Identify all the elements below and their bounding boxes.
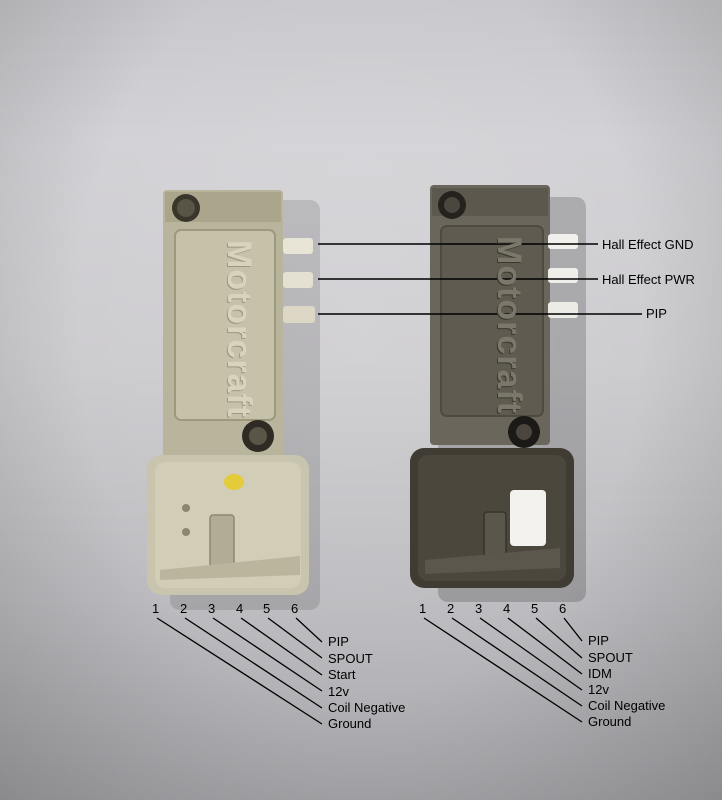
- right-pin-label: Coil Negative: [588, 698, 666, 713]
- terminal-prong: [283, 238, 313, 254]
- right-pin-number: 2: [447, 601, 455, 616]
- left-pin-number: 4: [236, 601, 244, 616]
- right-pin-number: 5: [531, 601, 539, 616]
- left-brand-emboss: Motorcraft: [220, 240, 258, 419]
- left-ignition-module: [147, 190, 320, 610]
- left-pin-label: 12v: [328, 684, 349, 699]
- sensor-label-pip: PIP: [646, 306, 667, 321]
- left-pin-number: 6: [291, 601, 299, 616]
- left-pin-label: SPOUT: [328, 651, 373, 666]
- left-pin-number: 1: [152, 601, 160, 616]
- right-pin-label: PIP: [588, 633, 609, 648]
- right-brand-emboss: Motorcraft: [490, 236, 528, 415]
- left-pin-label: Ground: [328, 716, 372, 731]
- label-panel: [440, 225, 544, 417]
- terminal-prong: [283, 306, 315, 323]
- terminal-prong: [548, 268, 578, 283]
- right-pinout-lines: [423, 617, 583, 723]
- label-panel: [174, 229, 276, 421]
- right-ignition-module: [410, 185, 586, 602]
- left-pin-number: 2: [180, 601, 188, 616]
- paint-dot: [224, 474, 244, 490]
- right-pin-number: 3: [475, 601, 483, 616]
- left-pin-number: 5: [263, 601, 271, 616]
- right-pin-label: Ground: [588, 714, 632, 729]
- left-pin-label: Coil Negative: [328, 700, 406, 715]
- right-pin-number: 1: [419, 601, 427, 616]
- connector-window: [510, 490, 546, 546]
- terminal-prong: [548, 302, 578, 318]
- right-pin-label: SPOUT: [588, 650, 633, 665]
- terminal-prong: [548, 234, 578, 249]
- sensor-label-hall-gnd: Hall Effect GND: [602, 237, 694, 252]
- connector-latch: [483, 511, 507, 558]
- right-pin-label: 12v: [588, 682, 609, 697]
- terminal-prong: [283, 272, 313, 288]
- left-pin-label: PIP: [328, 634, 349, 649]
- right-pin-label: IDM: [588, 666, 612, 681]
- right-pin-number: 6: [559, 601, 567, 616]
- left-pin-number: 3: [208, 601, 216, 616]
- left-pin-label: Start: [328, 667, 356, 682]
- right-pin-number: 4: [503, 601, 511, 616]
- connector-latch: [209, 514, 235, 571]
- sensor-lines: [318, 243, 642, 315]
- sensor-label-hall-pwr: Hall Effect PWR: [602, 272, 695, 287]
- left-pinout-lines: [156, 617, 323, 725]
